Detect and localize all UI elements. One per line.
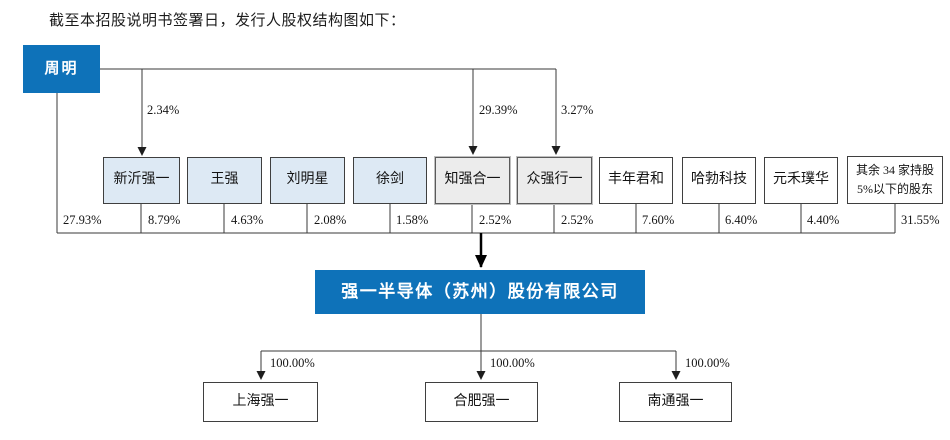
ownership-percent: 2.52% — [561, 213, 594, 227]
subsidiary-name: 南通强一 — [647, 393, 704, 409]
company-name: 强一半导体（苏州）股份有限公司 — [341, 281, 619, 301]
founder-link-percent: 3.27% — [561, 103, 594, 117]
shareholder-box: 新沂强一 — [103, 157, 180, 204]
shareholder-box: 知强合一 — [435, 157, 510, 204]
shareholder-name: 其余 34 家持股 5%以下的股东 — [855, 162, 934, 196]
founder-link-percent: 2.34% — [147, 103, 180, 117]
shareholder-box: 元禾璞华 — [764, 157, 838, 204]
shareholder-name: 众强行一 — [526, 172, 583, 188]
subsidiary-name: 合肥强一 — [453, 393, 510, 409]
shareholder-name: 丰年君和 — [608, 172, 664, 188]
ownership-percent: 2.52% — [479, 213, 512, 227]
subsidiary-percent: 100.00% — [270, 356, 315, 370]
shareholder-box: 徐剑 — [353, 157, 427, 204]
shareholder-box: 王强 — [187, 157, 262, 204]
shareholder-name: 知强合一 — [444, 172, 501, 188]
founder-box: 周明 — [23, 45, 100, 93]
ownership-percent: 27.93% — [63, 213, 102, 227]
founder-link-percent: 29.39% — [479, 103, 518, 117]
shareholder-box: 哈勃科技 — [682, 157, 756, 204]
founder-name: 周明 — [44, 60, 79, 77]
ownership-percent: 8.79% — [148, 213, 181, 227]
ownership-percent: 4.40% — [807, 213, 840, 227]
shareholder-name: 王强 — [210, 172, 239, 188]
subsidiary-box: 上海强一 — [203, 382, 318, 422]
ownership-percent: 2.08% — [314, 213, 347, 227]
shareholder-box: 其余 34 家持股 5%以下的股东 — [847, 156, 943, 204]
shareholder-name: 哈勃科技 — [691, 172, 747, 188]
subsidiary-percent: 100.00% — [685, 356, 730, 370]
ownership-percent: 31.55% — [901, 213, 940, 227]
ownership-percent: 4.63% — [231, 213, 264, 227]
shareholder-name: 刘明星 — [286, 172, 329, 188]
ownership-percent: 7.60% — [642, 213, 675, 227]
shareholder-box: 丰年君和 — [599, 157, 673, 204]
ownership-percent: 6.40% — [725, 213, 758, 227]
subsidiary-box: 合肥强一 — [425, 382, 538, 422]
subsidiary-name: 上海强一 — [232, 393, 289, 409]
shareholder-name: 徐剑 — [376, 172, 404, 188]
shareholder-name: 元禾璞华 — [773, 172, 829, 188]
company-box: 强一半导体（苏州）股份有限公司 — [315, 270, 645, 314]
subsidiary-box: 南通强一 — [619, 382, 732, 422]
diagram-caption: 截至本招股说明书签署日，发行人股权结构图如下： — [49, 13, 406, 29]
shareholder-name: 新沂强一 — [113, 172, 170, 188]
shareholder-box: 众强行一 — [517, 157, 592, 204]
shareholder-box: 刘明星 — [270, 157, 345, 204]
subsidiary-percent: 100.00% — [490, 356, 535, 370]
ownership-percent: 1.58% — [396, 213, 429, 227]
